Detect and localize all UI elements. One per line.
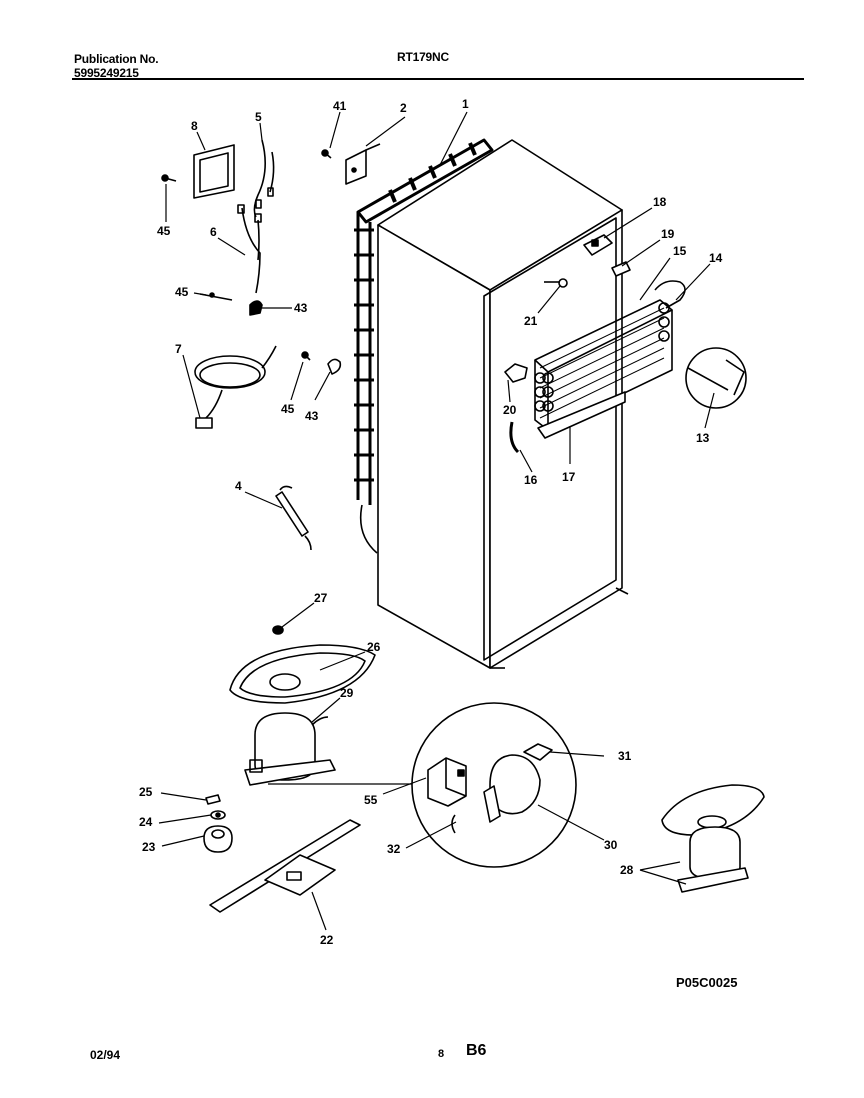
- callout-16: 16: [524, 473, 538, 487]
- bracket-18: [583, 234, 613, 256]
- detail-13: [685, 347, 747, 409]
- callout-41: 41: [333, 99, 347, 113]
- callout-26: 26: [367, 640, 381, 654]
- header-rule: [72, 78, 804, 80]
- callout-31: 31: [618, 749, 632, 763]
- callout-28: 28: [620, 863, 634, 877]
- power-cord-7: [194, 345, 277, 429]
- part-8: [193, 144, 235, 199]
- page-number: 8: [438, 1048, 445, 1060]
- screw-45c: [301, 351, 311, 361]
- relay-detail: [411, 702, 577, 868]
- callout-55: 55: [364, 793, 378, 807]
- callout-2: 2: [400, 101, 407, 115]
- callout-19: 19: [661, 227, 675, 241]
- callout-8: 8: [191, 119, 198, 133]
- grommet-23: [203, 825, 233, 853]
- callout-17: 17: [562, 470, 576, 484]
- callout-21: 21: [524, 314, 538, 328]
- leader-lines: [158, 111, 715, 931]
- rear-condenser-coil: [354, 138, 494, 554]
- tube-14: [654, 280, 686, 309]
- clip-19: [611, 261, 631, 277]
- callout-7: 7: [175, 342, 182, 356]
- section-code: B6: [466, 1042, 487, 1059]
- callout-43b: 43: [305, 409, 319, 423]
- grommet-27: [272, 625, 284, 635]
- callout-4: 4: [235, 479, 242, 493]
- footer-date: 02/94: [90, 1048, 121, 1062]
- callout-15: 15: [673, 244, 687, 258]
- refrigerator-cabinet: [377, 139, 629, 669]
- callout-23: 23: [142, 840, 156, 854]
- callout-14: 14: [709, 251, 723, 265]
- callout-5: 5: [255, 110, 262, 124]
- clip-43b: [327, 358, 342, 375]
- wire-harness-5: [253, 139, 275, 218]
- callout-labels: 1 2 41 8 5 45 6 45 43 7 45 43 18 19 15 1…: [139, 97, 723, 947]
- drain-pan-26: [229, 644, 376, 704]
- callout-24: 24: [139, 815, 153, 829]
- callout-25: 25: [139, 785, 153, 799]
- condensing-unit-28: [661, 784, 765, 893]
- callout-45b: 45: [175, 285, 189, 299]
- washer-24: [210, 810, 226, 820]
- model-number: RT179NC: [397, 50, 449, 64]
- callout-6: 6: [210, 225, 217, 239]
- clip-20: [504, 363, 528, 383]
- clip-25: [205, 794, 221, 805]
- drier-4: [275, 485, 312, 551]
- screw-21: [544, 278, 568, 288]
- callout-13: 13: [696, 431, 710, 445]
- compressor-29: [244, 712, 336, 786]
- wire-harness-6: [237, 204, 262, 294]
- publication-label: Publication No.: [74, 52, 159, 66]
- callout-22: 22: [320, 933, 334, 947]
- callout-45a: 45: [157, 224, 171, 238]
- drawing-code: P05C0025: [676, 975, 738, 990]
- screw-45a: [161, 174, 177, 182]
- callout-20: 20: [503, 403, 517, 417]
- callout-18: 18: [653, 195, 667, 209]
- tube-16: [509, 421, 520, 454]
- callout-45c: 45: [281, 402, 295, 416]
- callout-43a: 43: [294, 301, 308, 315]
- screw-45b: [199, 292, 233, 301]
- callout-29: 29: [340, 686, 354, 700]
- callout-1: 1: [462, 97, 469, 111]
- screw-41: [321, 149, 332, 159]
- callout-27: 27: [314, 591, 328, 605]
- base-rail-22: [209, 819, 361, 913]
- clip-43a: [249, 300, 263, 316]
- publication-number: 5995249215: [74, 66, 139, 80]
- callout-32: 32: [387, 842, 401, 856]
- bracket-2: [345, 143, 381, 185]
- callout-30: 30: [604, 838, 618, 852]
- evaporator-cover-17: [537, 391, 626, 439]
